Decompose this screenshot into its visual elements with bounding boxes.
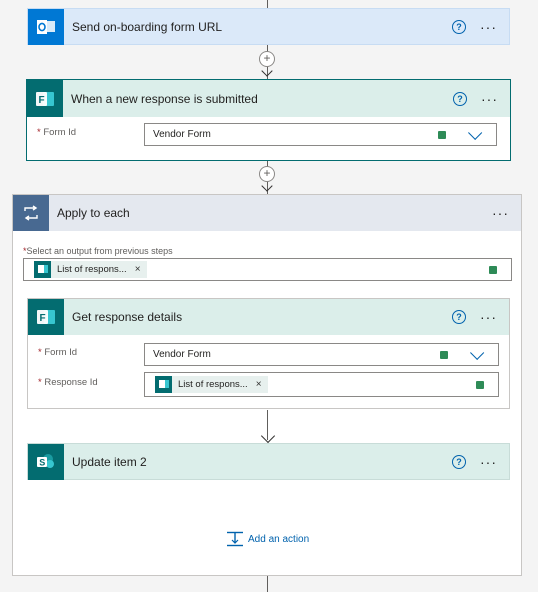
dynamic-content-indicator xyxy=(476,380,484,389)
step-get-response-details[interactable]: F Get response details ? ··· * Form Id V… xyxy=(27,298,510,409)
response-id-label: * Response Id xyxy=(38,377,98,388)
add-action-icon xyxy=(227,531,243,547)
select-output-input[interactable]: List of respons... × xyxy=(23,258,512,281)
step-title: Update item 2 xyxy=(72,455,147,469)
arrow-down-icon xyxy=(260,428,276,444)
more-options-button[interactable]: ··· xyxy=(492,205,509,221)
chevron-down-icon[interactable] xyxy=(468,125,483,140)
form-id-label: * Form Id xyxy=(38,347,78,358)
arrow-down-icon xyxy=(261,65,273,77)
response-id-input[interactable]: List of respons... × xyxy=(144,372,499,397)
token-label: List of respons... xyxy=(178,379,248,390)
add-action-label: Add an action xyxy=(248,533,310,545)
more-options-button[interactable]: ··· xyxy=(480,19,497,35)
chevron-down-icon[interactable] xyxy=(470,345,485,360)
sharepoint-icon: S xyxy=(28,444,64,480)
outlook-icon xyxy=(28,9,64,45)
dynamic-token[interactable]: List of respons... × xyxy=(34,261,147,278)
dynamic-content-indicator xyxy=(438,130,446,139)
step-title: Get response details xyxy=(72,310,183,324)
add-action-button[interactable]: Add an action xyxy=(226,531,309,547)
connector-top xyxy=(267,0,268,8)
insert-step-button[interactable]: + xyxy=(259,166,275,182)
svg-text:S: S xyxy=(39,458,45,468)
more-options-button[interactable]: ··· xyxy=(480,454,497,470)
form-id-dropdown[interactable]: Vendor Form xyxy=(144,343,499,366)
dynamic-token[interactable]: List of respons... × xyxy=(155,376,268,393)
svg-text:F: F xyxy=(39,95,45,106)
remove-token-button[interactable]: × xyxy=(134,264,141,275)
more-options-button[interactable]: ··· xyxy=(481,90,498,107)
dynamic-content-indicator xyxy=(440,350,448,359)
step-title: When a new response is submitted xyxy=(71,91,258,106)
step-title: Apply to each xyxy=(57,206,130,220)
help-icon[interactable]: ? xyxy=(452,455,466,469)
help-icon[interactable]: ? xyxy=(453,91,467,106)
help-icon[interactable]: ? xyxy=(452,310,466,324)
select-output-label: *Select an output from previous steps xyxy=(23,246,173,256)
forms-icon xyxy=(155,376,172,393)
more-options-button[interactable]: ··· xyxy=(480,309,497,325)
connector-line xyxy=(267,410,268,440)
insert-step-button[interactable]: + xyxy=(259,51,275,67)
step-apply-to-each[interactable]: Apply to each ··· *Select an output from… xyxy=(12,194,522,576)
svg-text:F: F xyxy=(40,313,46,324)
connector-bottom xyxy=(267,576,268,592)
step-trigger[interactable]: F When a new response is submitted ? ···… xyxy=(26,79,511,161)
forms-icon: F xyxy=(27,80,63,117)
forms-icon xyxy=(34,261,51,278)
step-update-item-2[interactable]: S Update item 2 ? ··· xyxy=(27,443,510,480)
arrow-down-icon xyxy=(261,180,273,192)
forms-icon: F xyxy=(28,299,64,335)
form-id-value: Vendor Form xyxy=(153,349,211,360)
form-id-value: Vendor Form xyxy=(153,129,211,140)
step-title: Send on-boarding form URL xyxy=(72,20,223,34)
form-id-label: * Form Id xyxy=(37,127,77,138)
token-label: List of respons... xyxy=(57,264,127,275)
remove-token-button[interactable]: × xyxy=(255,379,262,390)
loop-icon xyxy=(13,195,49,231)
form-id-dropdown[interactable]: Vendor Form xyxy=(144,123,497,146)
dynamic-content-indicator xyxy=(489,265,497,274)
help-icon[interactable]: ? xyxy=(452,20,466,34)
step-send-onboarding-form[interactable]: Send on-boarding form URL ? ··· xyxy=(27,8,510,45)
